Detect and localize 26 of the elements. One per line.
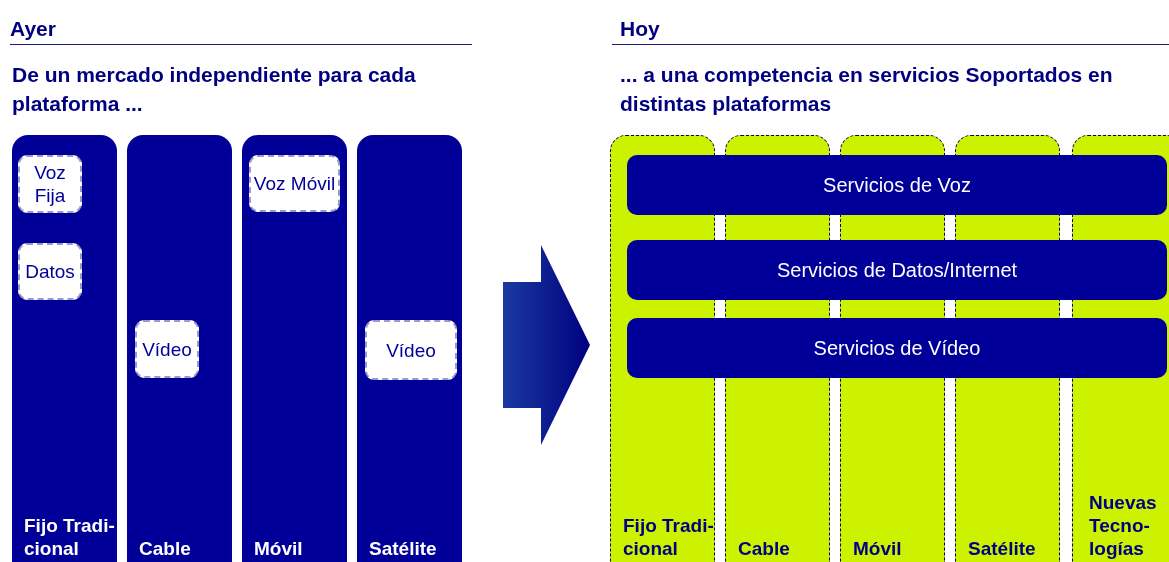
column-label: Fijo Tradi- cional xyxy=(623,514,715,560)
section-heading: Hoy xyxy=(620,17,661,41)
platform-column xyxy=(127,135,232,562)
column-label: Móvil xyxy=(853,537,903,560)
column-label: Cable xyxy=(738,537,791,560)
service-box: Vídeo xyxy=(135,320,199,378)
service-box: Voz Fija xyxy=(18,155,82,213)
subtitle: De un mercado independiente para cada plataforma ... xyxy=(12,62,417,117)
column-label: Nuevas Tecno- logías xyxy=(1089,491,1158,560)
service-box: Vídeo xyxy=(365,320,457,380)
service-band: Servicios de Voz xyxy=(627,155,1167,215)
service-box: Datos xyxy=(18,243,82,300)
section-heading: Ayer xyxy=(10,17,57,41)
service-band: Servicios de Vídeo xyxy=(627,318,1167,378)
platform-column xyxy=(12,135,117,562)
platform-column xyxy=(357,135,462,562)
column-label: Fijo Tradi- cional xyxy=(24,514,116,560)
column-label: Móvil xyxy=(254,537,304,560)
column-label: Cable xyxy=(139,537,192,560)
platform-column xyxy=(242,135,347,562)
column-label: Satélite xyxy=(968,537,1037,560)
service-band: Servicios de Datos/Internet xyxy=(627,240,1167,300)
block-arrow xyxy=(503,245,590,445)
service-box: Voz Móvil xyxy=(249,155,340,212)
column-label: Satélite xyxy=(369,537,438,560)
subtitle: ... a una competencia en servicios Soportados en distintas plataformas xyxy=(620,62,1114,117)
